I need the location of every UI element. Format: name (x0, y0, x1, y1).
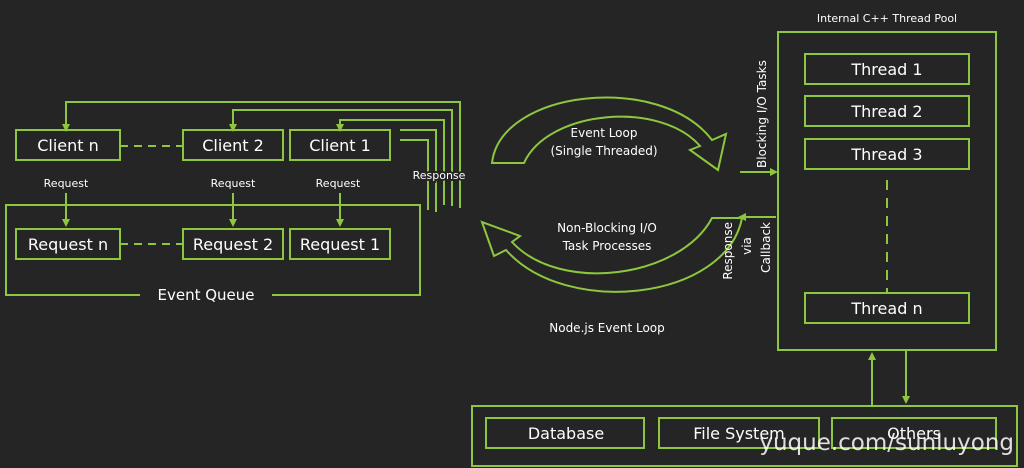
request-arrow-label-1: Request (316, 177, 361, 190)
event-loop-top-arc (490, 96, 728, 172)
thread-pool-frame (777, 31, 997, 351)
response-line-client-2 (229, 109, 453, 195)
file-system-box (658, 417, 820, 449)
callback-line-1: Response (721, 222, 735, 280)
event-loop-title: Event Loop (571, 126, 638, 140)
client-1-label: Client 1 (309, 136, 371, 155)
client-2-label: Client 2 (202, 136, 264, 155)
thread-pool-title: Internal C++ Thread Pool (817, 12, 957, 25)
thread-2-label: Thread 2 (850, 102, 922, 121)
request-2-label: Request 2 (193, 235, 273, 254)
request-arrow-label-2: Request (211, 177, 256, 190)
callback-line-3: Callback (759, 222, 773, 273)
request-1-box (289, 228, 391, 260)
non-blocking-title: Non-Blocking I/O (557, 221, 657, 235)
event-loop-bottom-arc (480, 217, 744, 293)
thread-1-box (804, 53, 970, 85)
request-n-label: Request n (28, 235, 108, 254)
thread-n-label: Thread n (850, 299, 922, 318)
others-box (831, 417, 997, 449)
callback-line-2: via (740, 237, 754, 255)
response-line-client-n (62, 101, 461, 185)
thread-3-box (804, 138, 970, 170)
event-loop-subtitle: (Single Threaded) (550, 144, 657, 158)
node-event-loop-caption: Node.js Event Loop (549, 321, 665, 335)
response-line-client-1 (336, 119, 445, 205)
event-queue-frame (5, 204, 421, 296)
thread-3-label: Thread 3 (850, 145, 922, 164)
event-queue-label: Event Queue (157, 286, 254, 304)
database-label: Database (528, 424, 604, 443)
response-line-aux-1 (400, 129, 437, 212)
resources-frame (471, 405, 1018, 467)
non-blocking-subtitle: Task Processes (562, 239, 652, 253)
file-system-label: File System (693, 424, 785, 443)
database-box (485, 417, 645, 449)
thread-2-box (804, 95, 970, 127)
watermark: yuque.com/sunluyong (759, 430, 1014, 456)
thread-n-box (804, 292, 970, 324)
others-label: Others (887, 424, 941, 443)
request-arrow-label-n: Request (44, 177, 89, 190)
thread-1-label: Thread 1 (850, 60, 922, 79)
blocking-tasks-label: Blocking I/O Tasks (755, 60, 769, 168)
response-line-aux-2 (400, 139, 429, 210)
response-label: Response (413, 169, 466, 182)
client-n-label: Client n (37, 136, 99, 155)
request-1-label: Request 1 (300, 235, 380, 254)
